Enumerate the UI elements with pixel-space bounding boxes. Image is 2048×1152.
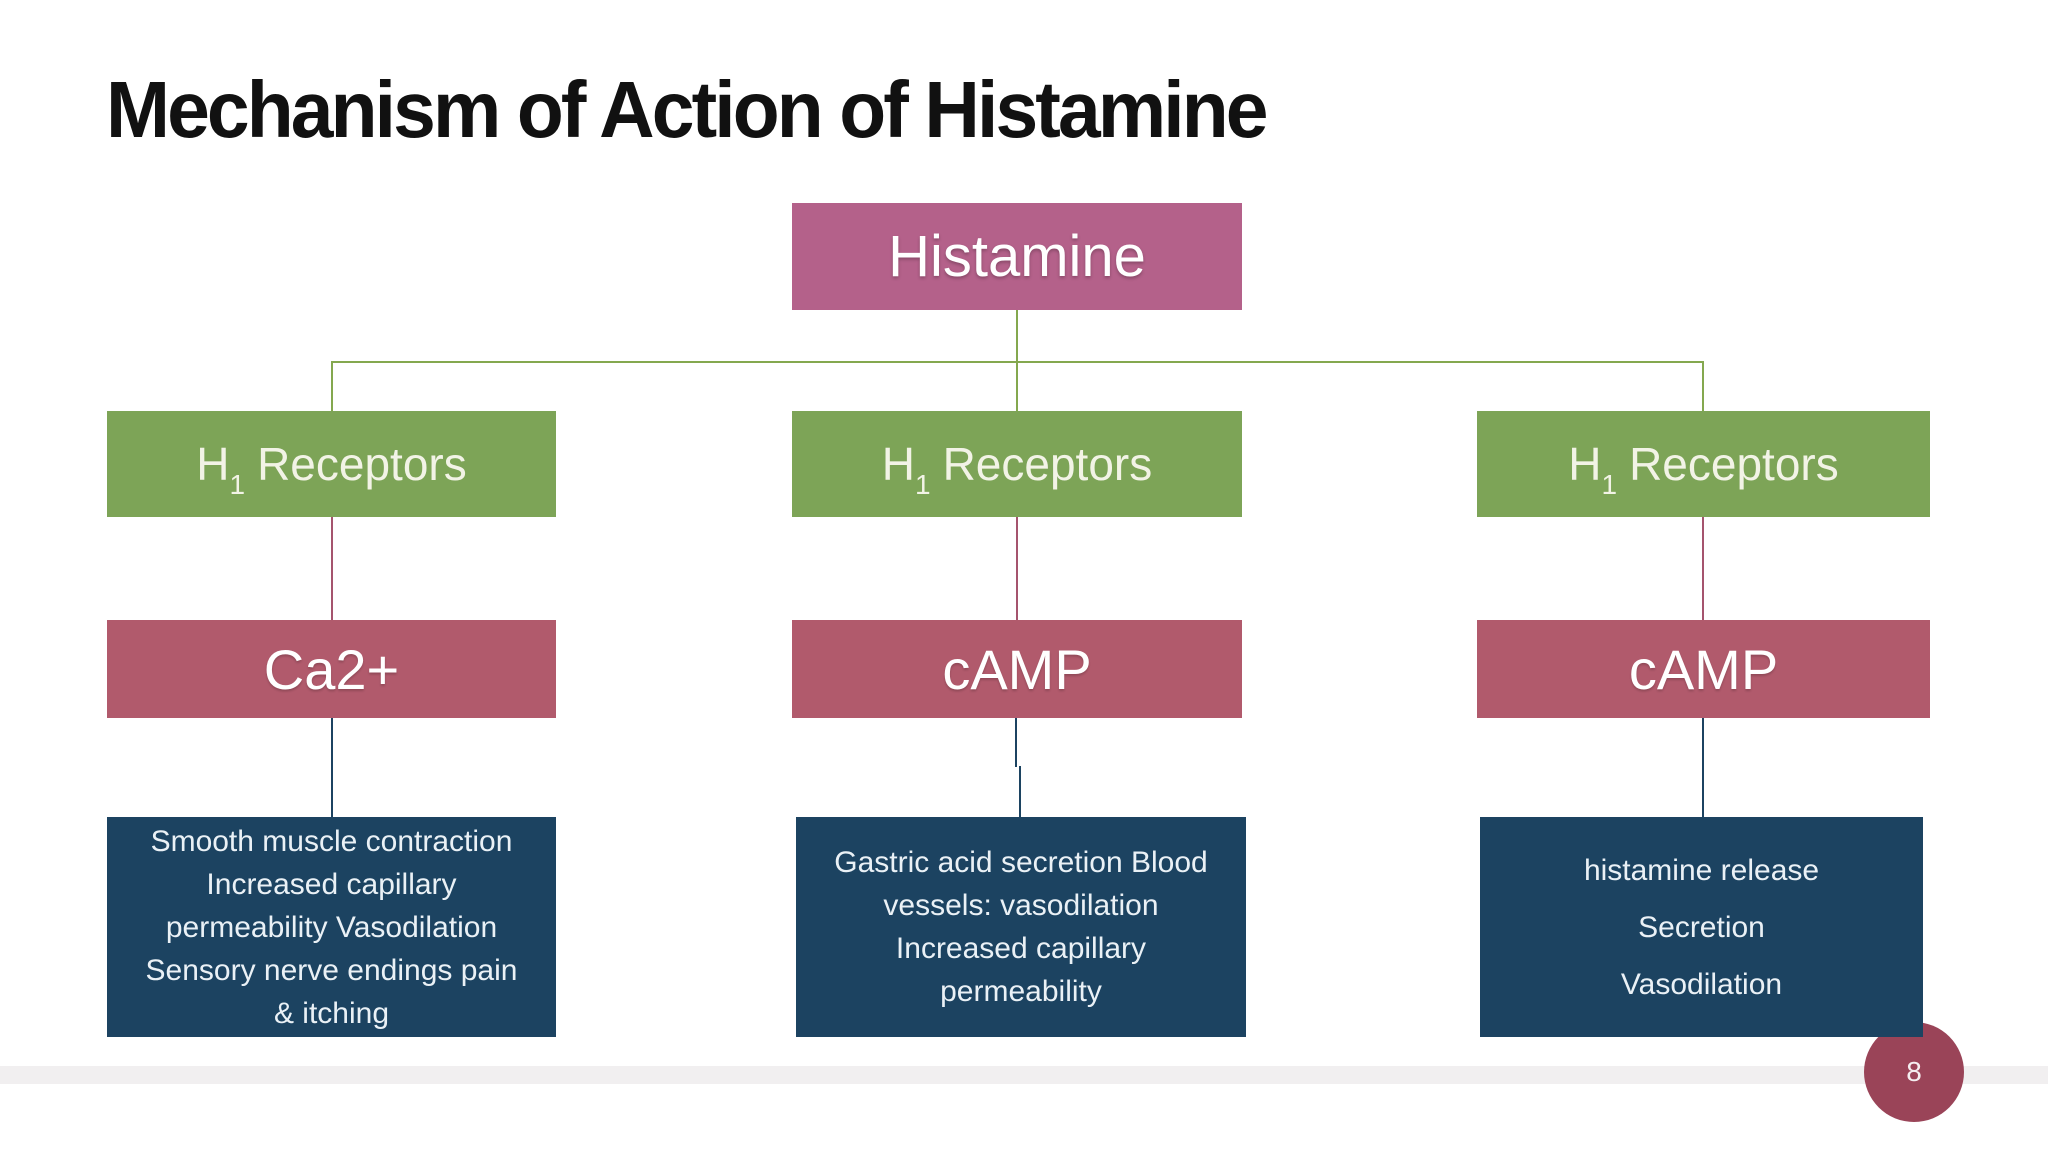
messenger-node-right: cAMP [1477,620,1930,718]
connector-messenger-effect-middle-upper [1015,718,1017,767]
page-number-badge: 8 [1864,1022,1964,1122]
connector-receptor-messenger-left [331,517,333,620]
connector-root-middle [1016,310,1018,411]
connector-messenger-effect-left [331,718,333,817]
connector-receptor-messenger-right [1702,517,1704,620]
connector-branch-right [1702,361,1704,411]
page-number: 8 [1906,1056,1922,1087]
messenger-node-left: Ca2+ [107,620,556,718]
messenger-label: Ca2+ [263,637,400,701]
effect-node-right: histamine release Secretion Vasodilation [1480,817,1923,1037]
messenger-node-middle: cAMP [792,620,1242,718]
connector-branch-left [331,361,333,411]
effect-node-middle: Gastric acid secretion Blood vessels: va… [796,817,1246,1037]
effect-node-left: Smooth muscle contraction Increased capi… [107,817,556,1037]
connector-messenger-effect-right [1702,718,1704,817]
histamine-label: Histamine [888,224,1146,289]
messenger-label: cAMP [1628,637,1779,701]
slide-title: Mechanism of Action of Histamine [106,65,1268,154]
connector-receptor-messenger-middle [1016,517,1018,620]
connector-messenger-effect-middle-lower [1019,766,1021,817]
connector-branch-horizontal [331,361,1704,363]
histamine-node: Histamine [792,203,1242,310]
footer-band [0,1066,2048,1084]
messenger-label: cAMP [942,637,1092,701]
